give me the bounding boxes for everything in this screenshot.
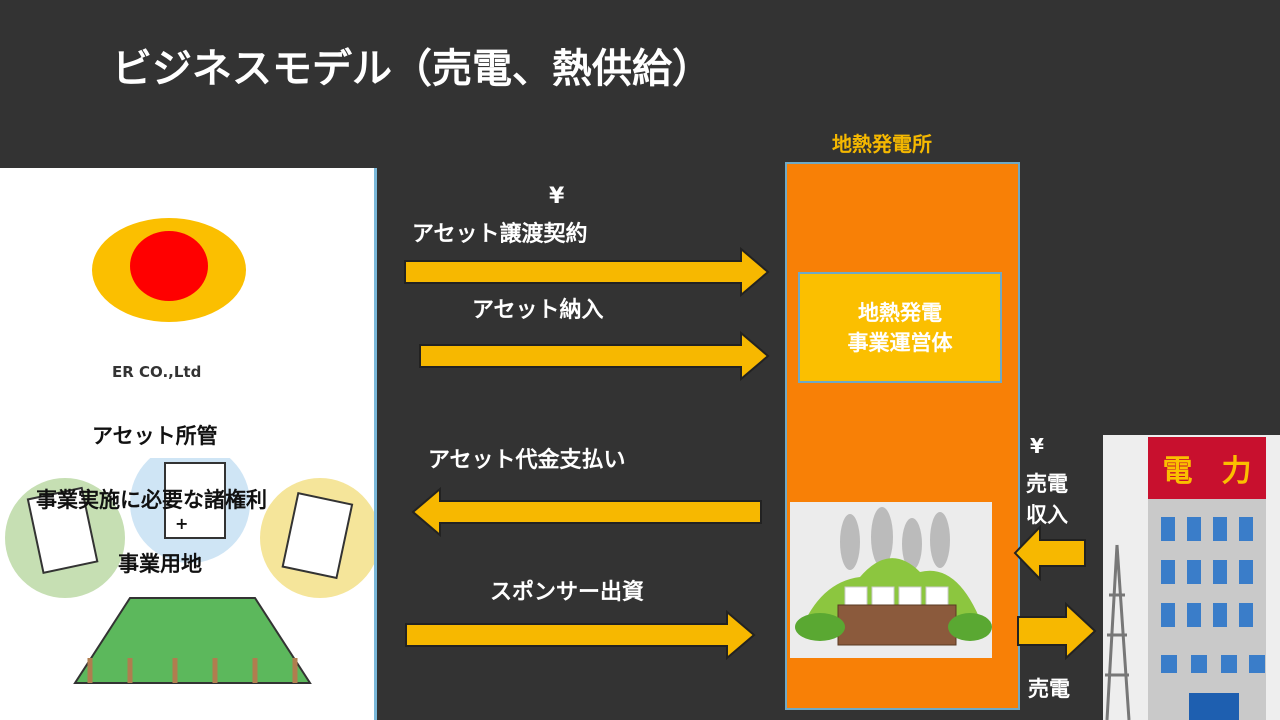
slide-title: ビジネスモデル（売電、熱供給） [112,46,712,92]
power-company-illustration: 電力 [1103,435,1280,720]
sign-char-1: 電 [1162,454,1193,489]
transfer-label: アセット譲渡契約 [412,222,588,247]
sign-char-2: 力 [1221,454,1252,489]
delivery-label: アセット納入 [472,298,604,323]
income-line2: 収入 [1026,503,1068,527]
payment-arrow [411,487,762,537]
land-label: 事業用地 [118,552,202,576]
operator-box: 地熱発電 事業運営体 [798,272,1002,383]
company-logo [92,218,246,322]
building-windows [1105,517,1265,720]
delivery-arrow [419,331,770,381]
transfer-arrow [404,247,770,297]
rights-label: 事業実施に必要な諸権利 [36,488,267,512]
company-panel: ER CO.,Ltd アセット所管 事業実施に必要な諸権利 + 事業用地 [0,168,377,720]
company-name: ER CO.,Ltd [112,363,202,381]
operator-line2: 事業運営体 [847,330,953,355]
plus-label: + [175,514,189,533]
payment-label: アセット代金支払い [428,448,626,473]
land-rights-illustration [5,458,374,684]
utility-yen-symbol: ¥ [1030,434,1044,458]
power-sale-label: 売電 [1028,677,1070,701]
asset-management-label: アセット所管 [92,424,218,448]
yen-symbol: ¥ [549,184,565,209]
income-line1: 売電 [1026,472,1068,496]
plant-title: 地熱発電所 [832,132,932,156]
sponsor-label: スポンサー出資 [490,580,645,605]
sponsor-arrow [405,610,756,660]
power-company-sign: 電力 [1148,437,1266,499]
power-sale-arrow [1017,602,1097,660]
operator-line1: 地熱発電 [858,300,942,325]
sales-income-arrow [1013,525,1086,581]
geothermal-plant-illustration [790,502,992,658]
